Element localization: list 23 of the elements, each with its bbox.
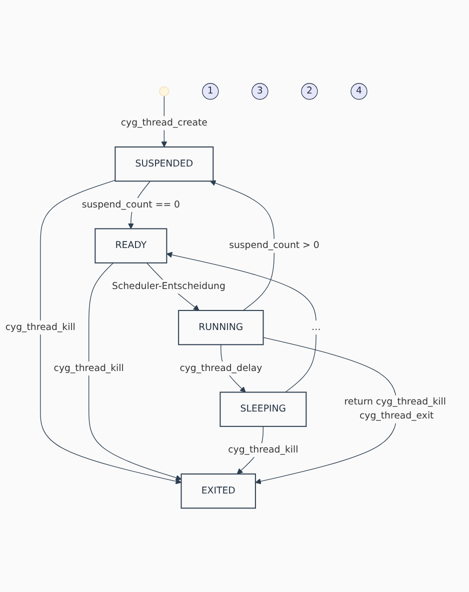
node-circle: 4	[350, 83, 368, 100]
edge-label: cyg_thread_kill	[54, 362, 124, 374]
node-box: RUNNING	[178, 310, 264, 346]
edge-label: cyg_thread_create	[120, 118, 208, 128]
edge-label: cyg_thread_kill	[228, 444, 298, 456]
edge-label: cyg_thread_delay	[180, 362, 262, 374]
node-box: SLEEPING	[220, 392, 307, 428]
node-circle: 3	[252, 83, 268, 100]
node-circle	[159, 86, 170, 97]
node-box: EXITED	[180, 474, 256, 509]
arrow	[88, 262, 182, 481]
edge-label: suspend_count > 0	[229, 240, 320, 252]
edge-label: cyg_thread_kill	[5, 322, 76, 333]
arrow	[210, 180, 275, 312]
node-circle: 1	[202, 83, 219, 100]
node-box: READY	[94, 228, 168, 264]
arrow	[255, 337, 397, 484]
edge-label: …	[311, 322, 321, 333]
edge-label: return cyg_thread_kill cyg_thread_exit	[344, 396, 446, 422]
node-circle: 2	[301, 83, 318, 100]
node-box: SUSPENDED	[114, 146, 214, 182]
edge-label: suspend_count == 0	[82, 199, 180, 210]
edge-label: Scheduler-Entscheidung	[112, 281, 226, 292]
